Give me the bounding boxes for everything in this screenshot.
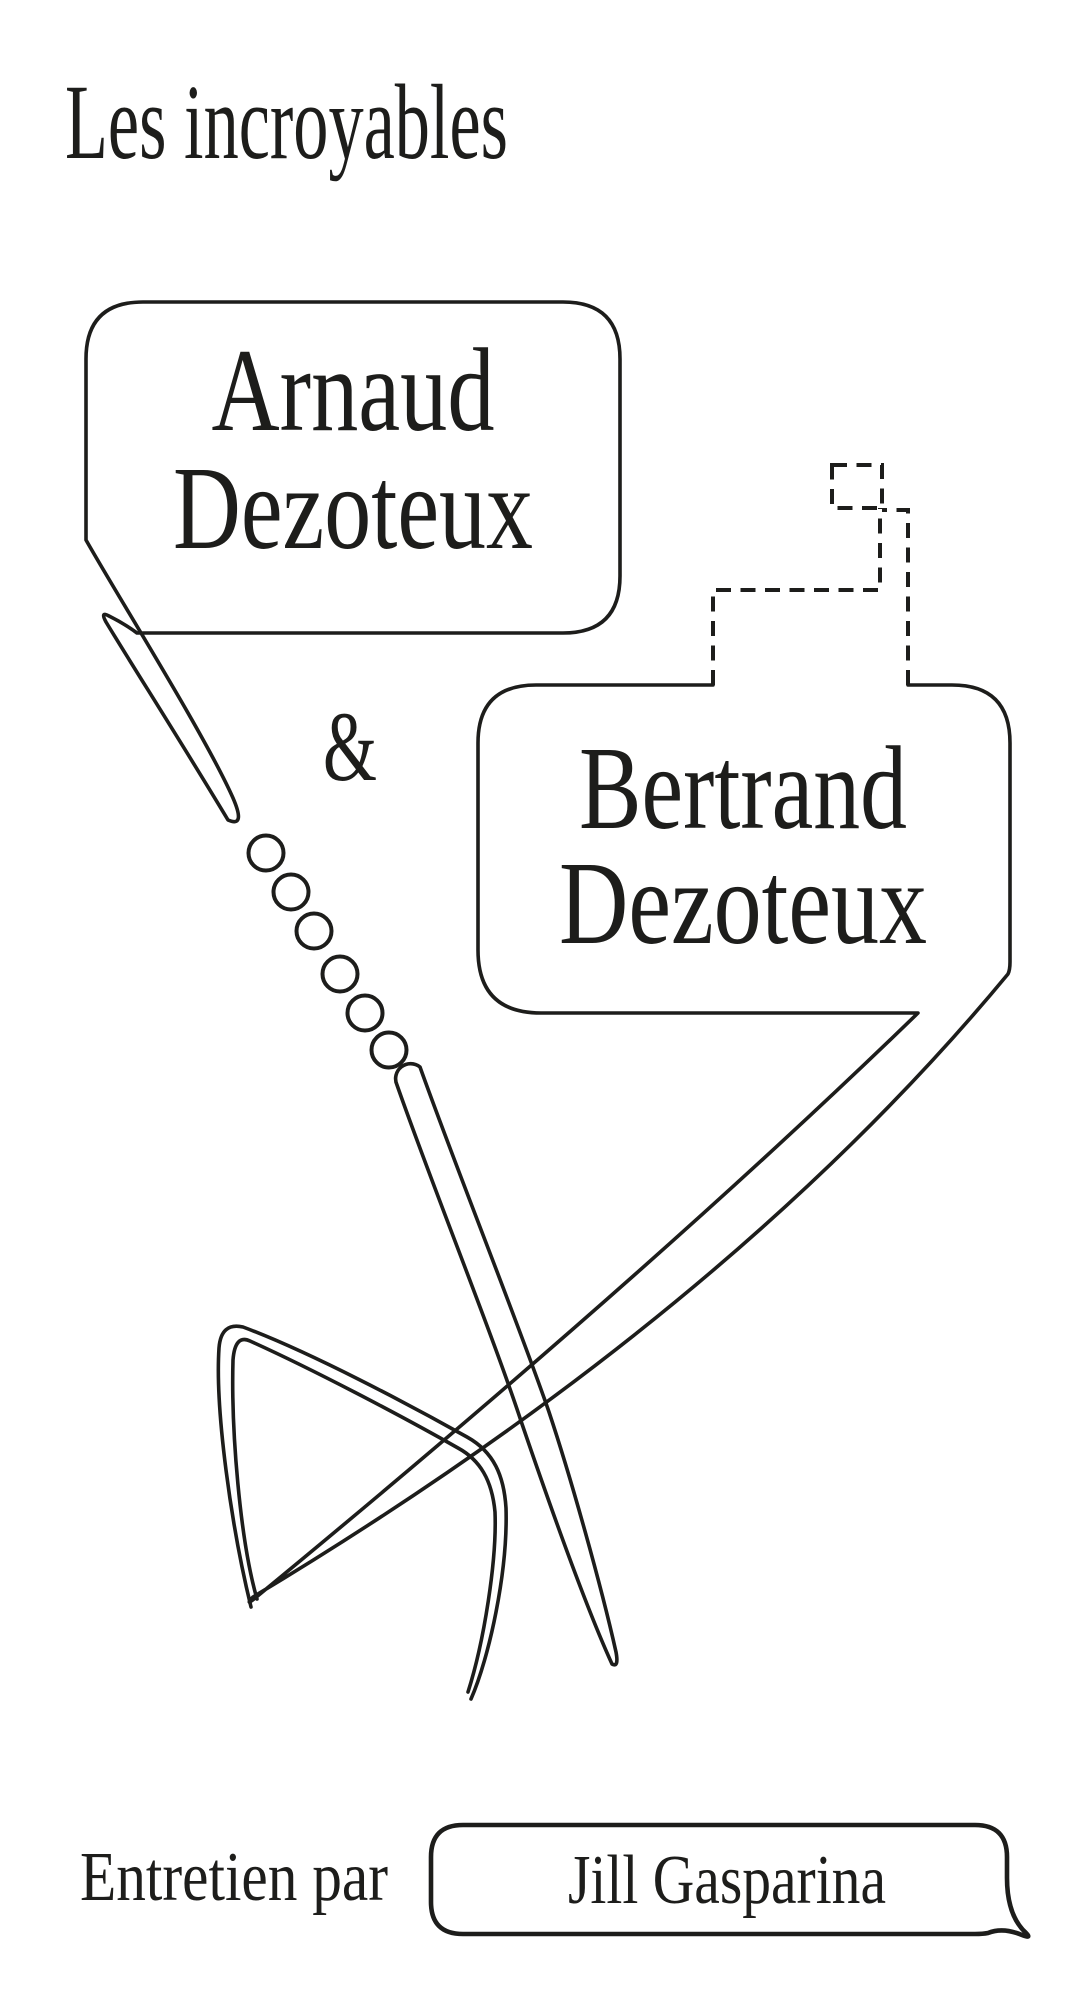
footer-interviewer: Jill Gasparina bbox=[568, 1842, 886, 1919]
stitch-circle bbox=[369, 1030, 409, 1070]
quote-bubble bbox=[428, 1822, 1031, 1939]
stitch-circle bbox=[294, 911, 334, 951]
stitch-circle bbox=[345, 993, 385, 1033]
dashed-square bbox=[830, 463, 884, 510]
dashed-connector-outer bbox=[882, 508, 910, 685]
ribbon-edge-outer bbox=[216, 1324, 508, 1701]
speaker-arnaud-line2: Dezoteux bbox=[173, 442, 533, 574]
stitch-circle bbox=[246, 833, 286, 873]
speaker-bertrand-line2: Dezoteux bbox=[559, 837, 927, 969]
ampersand: & bbox=[323, 691, 377, 802]
dashed-connector-inner bbox=[711, 508, 882, 685]
thread-stitch-circles bbox=[246, 833, 409, 1070]
stitch-circle bbox=[271, 872, 311, 912]
ribbon-edge-inner bbox=[230, 1337, 498, 1694]
speaker-bertrand-line1: Bertrand bbox=[579, 722, 907, 854]
dashed-connector bbox=[711, 463, 910, 685]
page-title: Les incroyables bbox=[65, 64, 508, 182]
needle bbox=[393, 1061, 619, 1667]
footer-label: Entretien par bbox=[80, 1839, 388, 1916]
folded-ribbon bbox=[216, 1324, 508, 1701]
speaker-arnaud-line1: Arnaud bbox=[212, 324, 495, 456]
speech-bubble-arnaud bbox=[84, 300, 622, 824]
stitch-circle bbox=[320, 954, 360, 994]
